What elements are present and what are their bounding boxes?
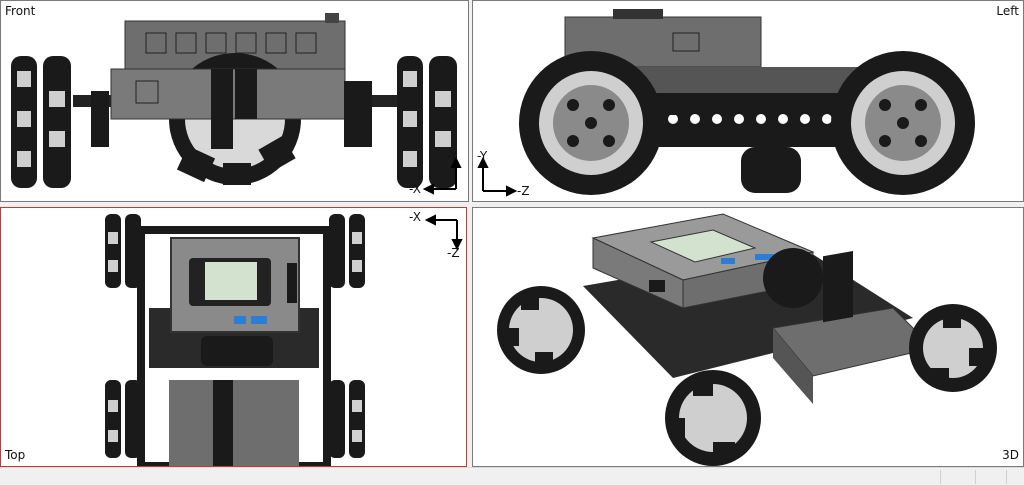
- viewport-label: Left: [996, 4, 1019, 18]
- viewport-label: 3D: [1002, 448, 1019, 462]
- viewport-3d[interactable]: 3D: [472, 207, 1024, 467]
- status-section: [975, 470, 1006, 484]
- resize-grip[interactable]: [1006, 470, 1024, 484]
- left-view-model: [477, 9, 975, 197]
- axis-label-y: -Y: [447, 149, 458, 163]
- viewport-left[interactable]: Left -Y -Z: [472, 0, 1024, 202]
- axis-label-x: -X: [409, 182, 421, 196]
- viewport-front[interactable]: Front -Y -X: [0, 0, 469, 202]
- axis-label-y: -Y: [477, 149, 488, 163]
- top-view-model: [105, 214, 463, 466]
- front-view-model: [11, 13, 462, 195]
- status-bar: [0, 467, 1024, 485]
- viewport-label: Front: [5, 4, 36, 18]
- axis-label-z: -Z: [447, 246, 460, 260]
- status-section: [940, 470, 975, 484]
- axis-label-z: -Z: [517, 184, 530, 198]
- viewport-label: Top: [5, 448, 26, 462]
- 3d-view-model: [497, 213, 997, 466]
- viewport-top[interactable]: Top -X -Z: [0, 207, 467, 467]
- axis-label-x: -X: [409, 210, 421, 224]
